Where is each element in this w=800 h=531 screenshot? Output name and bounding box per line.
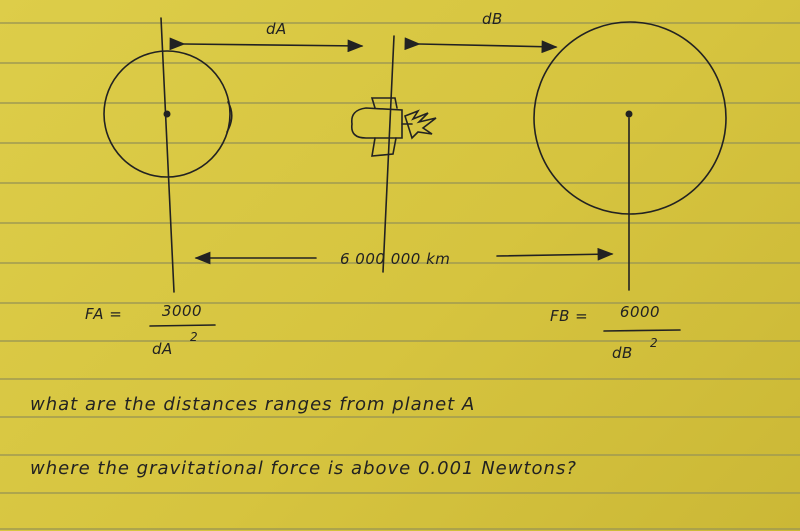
fb-fraction-bar — [603, 329, 681, 332]
rule-line — [0, 222, 800, 224]
rule-line — [0, 262, 800, 264]
fa-denominator: dA — [152, 340, 173, 358]
db-arrow — [404, 37, 558, 54]
rule-line — [0, 454, 800, 456]
total-distance-arrow-right — [496, 247, 614, 261]
rule-line — [0, 102, 800, 104]
rule-line — [0, 142, 800, 144]
total-distance-label: 6 000 000 km — [340, 250, 451, 268]
fb-lhs: FB = — [550, 307, 589, 325]
fa-numerator: 3000 — [161, 302, 203, 320]
planet-a — [103, 50, 231, 178]
rule-line — [0, 182, 800, 184]
fb-denominator: dB — [612, 344, 633, 362]
fa-fraction-bar — [149, 324, 216, 327]
planet-b-center — [625, 110, 633, 118]
da-label: dA — [266, 20, 287, 38]
planet-a-bulge — [226, 101, 233, 133]
db-label: dB — [482, 10, 503, 28]
fa-lhs: FA = — [85, 305, 123, 323]
rule-line — [0, 492, 800, 494]
rule-line — [0, 416, 800, 418]
planet-a-axis — [160, 17, 175, 293]
planet-b — [533, 21, 727, 215]
fb-numerator: 6000 — [619, 303, 661, 321]
rule-line — [0, 340, 800, 342]
question-line-1: what are the distances ranges from plane… — [30, 394, 476, 415]
rule-line — [0, 378, 800, 380]
question-line-2: where the gravitational force is above 0… — [30, 458, 577, 479]
rule-line — [0, 528, 800, 530]
fa-exponent: 2 — [190, 330, 199, 344]
rule-line — [0, 22, 800, 24]
rule-line — [0, 62, 800, 64]
spaceship — [350, 97, 437, 157]
rule-line — [0, 302, 800, 304]
fb-exponent: 2 — [650, 336, 659, 350]
da-arrow — [169, 37, 364, 53]
planet-a-center — [163, 110, 171, 118]
